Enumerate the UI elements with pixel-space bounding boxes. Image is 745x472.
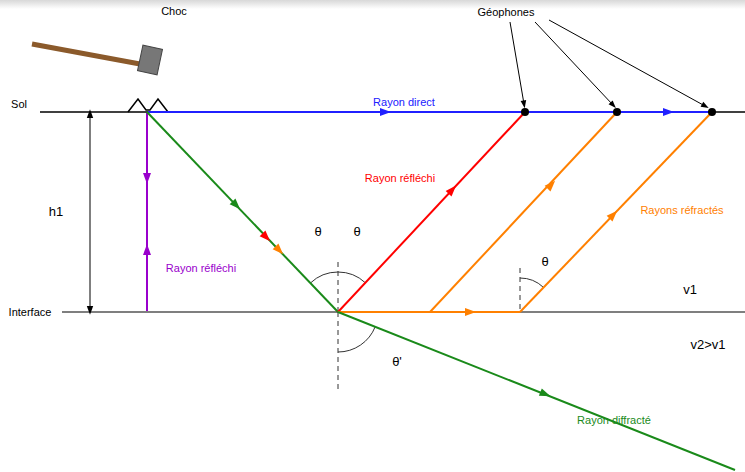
vertical-reflected-ray xyxy=(146,113,148,311)
angle-label: θ xyxy=(353,225,360,240)
arrow-head xyxy=(87,306,93,315)
ray-label: Rayon réfléchi xyxy=(166,262,236,275)
arrow-head xyxy=(446,183,459,196)
arrow-head xyxy=(87,109,93,118)
velocity-label: v1 xyxy=(683,283,697,298)
leader-line xyxy=(535,22,613,105)
arrow-head xyxy=(701,102,710,111)
source-label: Choc xyxy=(161,5,187,18)
arrow-head xyxy=(260,231,273,244)
angle-arc xyxy=(520,278,543,287)
hammer-head xyxy=(138,45,163,75)
angle-label: θ xyxy=(541,255,548,270)
angle-label: θ' xyxy=(392,355,402,370)
refracted-ray xyxy=(430,112,617,312)
arrow-head xyxy=(465,308,476,316)
thickness-dimension xyxy=(90,117,91,307)
arrow-head xyxy=(273,244,286,257)
geophone-dot xyxy=(521,108,529,116)
geophone-dot xyxy=(708,108,716,116)
head-wave xyxy=(338,311,520,313)
angle-arc xyxy=(310,272,338,283)
arrow-head xyxy=(545,178,558,191)
ray-label: Rayon diffracté xyxy=(577,414,651,427)
angle-label: θ xyxy=(314,225,321,240)
normal-line xyxy=(338,262,339,312)
velocity-label: v2>v1 xyxy=(690,338,725,353)
diffracted-ray xyxy=(338,312,735,470)
arrow-head xyxy=(143,173,151,184)
interface-line xyxy=(62,311,745,313)
ray-label: Rayons réfractés xyxy=(640,204,723,217)
leader-line xyxy=(510,22,524,104)
leader-line xyxy=(549,20,705,106)
geophone-dot xyxy=(613,108,621,116)
arrow-head xyxy=(380,108,391,116)
arrow-head xyxy=(663,108,674,116)
ray-label: Rayon réfléchi xyxy=(365,172,435,185)
top-band xyxy=(0,0,745,9)
normal-line xyxy=(520,268,521,312)
layer-label: Sol xyxy=(11,98,27,111)
direct-ray xyxy=(148,111,712,113)
arrow-head xyxy=(230,199,243,212)
layer-label: Interface xyxy=(9,306,52,319)
arrow-head xyxy=(143,244,151,255)
angle-arc xyxy=(338,327,375,352)
ground-line xyxy=(40,111,745,113)
reflected-ray xyxy=(338,112,525,312)
angle-arc xyxy=(338,272,365,283)
hammer-handle xyxy=(32,44,140,64)
impact-plate xyxy=(128,99,168,112)
arrow-head xyxy=(539,388,552,400)
ray-label: Rayon direct xyxy=(373,96,435,109)
sensor-label: Géophones xyxy=(478,6,535,19)
arrow-head xyxy=(607,208,620,221)
arrow-head xyxy=(521,100,528,109)
incident-ray xyxy=(147,112,338,312)
dimension-label: h1 xyxy=(49,205,63,220)
